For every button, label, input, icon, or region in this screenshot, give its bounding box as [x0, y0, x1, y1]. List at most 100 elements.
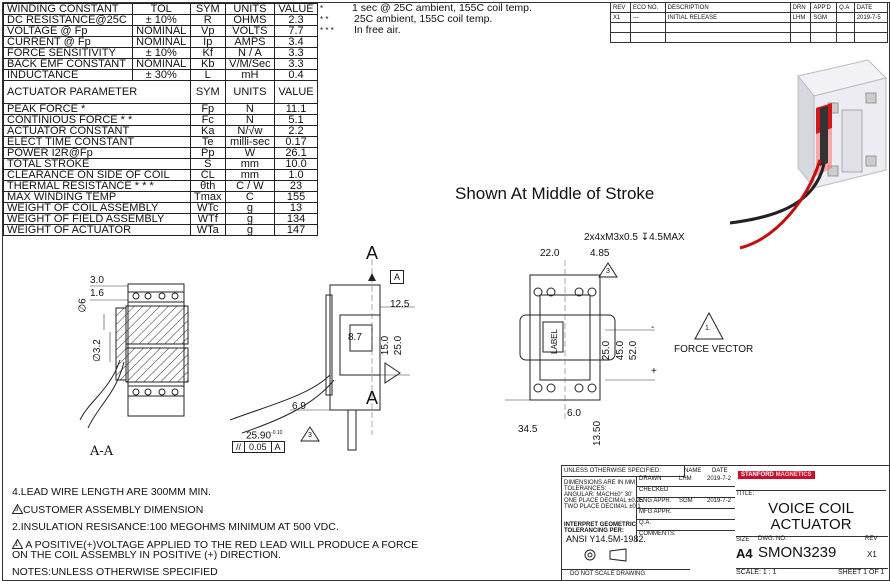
- rev-cell: ---: [629, 12, 666, 23]
- param-cell: 26.1: [274, 147, 318, 159]
- param-cell: Tmax: [189, 191, 226, 203]
- datum-a-label: A: [393, 272, 400, 282]
- param-cell: THERMAL RESISTANCE * * *: [3, 180, 191, 192]
- dim-25-0-front: 25.0: [601, 340, 613, 361]
- param-cell: 155: [274, 191, 318, 203]
- dim-thread-callout: 2x4xM3x0.5 ↧4.5MAX: [584, 232, 685, 243]
- spec-cell: NOMINAL: [131, 25, 191, 37]
- rev-cell: SGM: [810, 12, 838, 23]
- parallelism-symbol: //: [233, 442, 246, 452]
- footnote-line: In free air.: [354, 24, 401, 36]
- param-cell: WEIGHT OF COIL ASSEMBLY: [3, 202, 191, 214]
- dim-12-5: 12.5: [390, 299, 410, 310]
- param-cell: Te: [189, 136, 226, 148]
- interpret-line: TOLERANCING PER:: [564, 528, 624, 534]
- dim-45-0: 45.0: [615, 340, 627, 361]
- note-4: 4.LEAD WIRE LENGTH ARE 300MM MIN.: [12, 486, 211, 498]
- param-cell: VALUE: [274, 80, 318, 104]
- title-label: TITLE:: [736, 490, 886, 497]
- rev-header-cell: DRN: [789, 2, 812, 13]
- spec-cell: BACK EMF CONSTANT: [3, 58, 133, 70]
- param-cell: 10.0: [274, 158, 318, 170]
- spec-cell: 7.7: [274, 25, 318, 37]
- param-cell: 11.1: [274, 103, 318, 115]
- param-cell: C / W: [224, 180, 276, 192]
- param-cell: 1.0: [274, 169, 318, 181]
- spec-cell: NOMINAL: [131, 58, 191, 70]
- triangle-icon: [300, 426, 320, 442]
- dim-6-9: 6.9: [292, 401, 306, 412]
- param-cell: mm: [224, 169, 276, 181]
- role-row: Q.A.: [636, 520, 735, 531]
- warning-triangle-icon: 3: [11, 503, 24, 514]
- section-marker-bottom: A: [366, 388, 379, 408]
- param-cell: N: [224, 114, 276, 126]
- param-cell: WTf: [189, 213, 226, 225]
- rev-header-cell: REV: [610, 2, 631, 13]
- section-a-a-view: [79, 283, 189, 429]
- title-line-2: ACTUATOR: [770, 516, 852, 533]
- title-line-1: VOICE COIL: [768, 500, 854, 517]
- param-cell: Fp: [189, 103, 226, 115]
- param-cell: ELECT TIME CONSTANT: [3, 136, 191, 148]
- spec-cell: ± 10%: [131, 47, 191, 59]
- warning-triangle-icon: 1: [11, 538, 24, 549]
- param-cell: WEIGHT OF FIELD ASSEMBLY: [3, 213, 191, 225]
- force-vector-triangle: 1.: [694, 311, 724, 345]
- param-cell: Ka: [189, 125, 226, 137]
- param-cell: 147: [274, 224, 318, 236]
- sheet-value: SHEET 1 OF 1: [838, 569, 885, 576]
- front-view: [505, 260, 655, 420]
- brand-name-b: MAGNETICS: [775, 472, 812, 478]
- spec-cell: AMPS: [224, 36, 276, 48]
- rev-cell: [836, 12, 855, 23]
- param-cell: WEIGHT OF ACTUATOR: [3, 224, 191, 236]
- spec-cell: UNITS: [224, 3, 276, 15]
- param-cell: CL: [189, 169, 226, 181]
- tolerance-block: DIMENSIONS ARE IN MM TOLERANCES: ANGULAR…: [564, 480, 643, 510]
- param-cell: TOTAL STROKE: [3, 158, 191, 170]
- spec-cell: TOL: [131, 3, 191, 15]
- spec-cell: ± 30%: [131, 69, 191, 81]
- rev-cell: X1: [610, 12, 631, 23]
- rev-header-cell: DATE: [853, 2, 889, 13]
- thread-spec: 2x4xM3x0.5: [584, 232, 638, 243]
- interpret-block: INTERPRET GEOMETRIC TOLERANCING PER:: [564, 522, 636, 534]
- notes-heading: NOTES:UNLESS OTHERWISE SPECIFIED: [12, 566, 218, 578]
- rev-label: REV: [865, 536, 878, 542]
- spec-cell: Vp: [189, 25, 226, 37]
- spec-cell: VOLTS: [224, 25, 276, 37]
- param-cell: N/√w: [224, 125, 276, 137]
- spec-cell: CURRENT @ Fp: [3, 36, 133, 48]
- param-cell: θth: [189, 180, 226, 192]
- note-3-text: CUSTOMER ASSEMBLY DIMENSION: [23, 504, 204, 516]
- dim-25-90-value: 25.90: [246, 430, 272, 442]
- spec-cell: VALUE: [274, 3, 318, 15]
- spec-cell: ± 10%: [131, 14, 191, 26]
- param-cell: MAX WINDING TEMP: [3, 191, 191, 203]
- param-cell: 0.17: [274, 136, 318, 148]
- tol-line: TWO PLACE DECIMAL ±0.1: [564, 504, 641, 510]
- rev-header-cell: APP'D: [810, 2, 838, 13]
- dim-25-90: 25.90-0.10: [246, 430, 282, 441]
- interpret-line: INTERPRET GEOMETRIC: [564, 522, 637, 528]
- param-cell: POWER I2R@Fp: [3, 147, 191, 159]
- spec-cell: DC RESISTANCE@25C: [3, 14, 133, 26]
- parallelism-frame: // 0.05 A: [232, 441, 285, 453]
- polarity-minus: -: [651, 322, 655, 333]
- parallelism-tolerance: 0.05: [245, 442, 272, 452]
- param-cell: PEAK FORCE *: [3, 103, 191, 115]
- param-cell: 5.1: [274, 114, 318, 126]
- dim-52-0: 52.0: [628, 340, 640, 361]
